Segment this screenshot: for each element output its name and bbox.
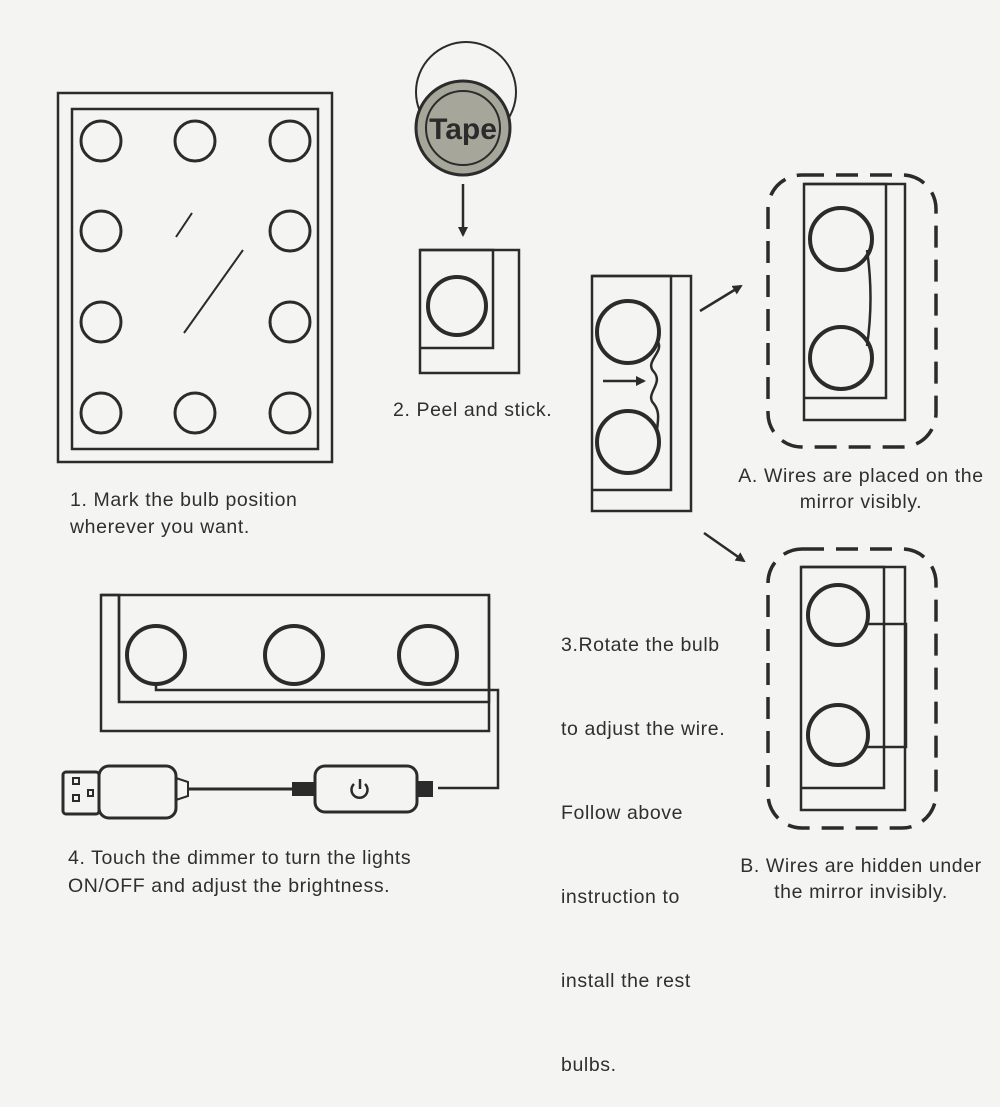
tape-roll <box>414 79 512 177</box>
option-b-caption-line1: B. Wires are hidden under <box>740 855 982 877</box>
option-b-caption-line2: the mirror invisibly. <box>774 881 948 903</box>
step3-line: 3.Rotate the bulb <box>561 634 720 656</box>
option-a-illustration <box>766 173 938 449</box>
bulb <box>806 703 870 767</box>
option-b-illustration <box>766 547 938 830</box>
mirror-glare <box>183 249 244 334</box>
dashed-frame <box>766 173 938 449</box>
usb-connector <box>61 770 101 816</box>
tape-label: Tape <box>429 113 497 146</box>
bulb <box>125 624 187 686</box>
installation-diagram: Tape <box>56 41 938 830</box>
dashed-frame <box>766 547 938 830</box>
option-a-caption-line1: A. Wires are placed on the <box>738 465 984 487</box>
bulb <box>806 583 870 647</box>
step4-illustration <box>61 593 500 820</box>
light-bar-wire <box>154 684 500 790</box>
step3-line: to adjust the wire. <box>561 718 726 740</box>
step3-caption: 3.Rotate the bulb to adjust the wire. Fo… <box>561 575 725 1107</box>
arrow-down-right-icon <box>703 531 746 563</box>
step3-line: bulbs. <box>561 1054 617 1076</box>
bulb <box>808 206 874 272</box>
bulb <box>808 325 874 391</box>
usb-plug-icon <box>97 764 178 820</box>
wire <box>865 249 872 347</box>
bulb <box>595 299 661 365</box>
bulb-mark <box>79 119 312 435</box>
step2-caption: 2. Peel and stick. <box>393 399 553 421</box>
step3-line: install the rest <box>561 970 691 992</box>
mirror-glare <box>175 212 193 238</box>
option-a-caption-line2: mirror visibly. <box>799 491 923 513</box>
bulb <box>397 624 459 686</box>
step4-caption-line2: ON/OFF and adjust the brightness. <box>68 875 391 897</box>
step1-caption-line1: 1. Mark the bulb position <box>70 489 298 511</box>
bulb <box>595 409 661 475</box>
step3-line: Follow above <box>561 802 684 824</box>
dimmer-switch <box>313 764 419 814</box>
arrow-up-right-icon <box>699 284 743 313</box>
step4-caption-line1: 4. Touch the dimmer to turn the lights <box>68 847 412 869</box>
step1-mirror <box>56 91 334 464</box>
step2-illustration <box>414 41 521 375</box>
wire <box>649 341 661 431</box>
step1-caption-line2: wherever you want. <box>70 516 250 538</box>
bulb <box>426 275 488 337</box>
step3-line: instruction to <box>561 886 680 908</box>
bulb <box>263 624 325 686</box>
hidden-wire <box>867 622 908 749</box>
light-bar-frame <box>99 593 491 733</box>
step3-illustration <box>590 274 746 563</box>
power-icon <box>350 779 369 799</box>
usb-strain-relief <box>175 776 189 802</box>
